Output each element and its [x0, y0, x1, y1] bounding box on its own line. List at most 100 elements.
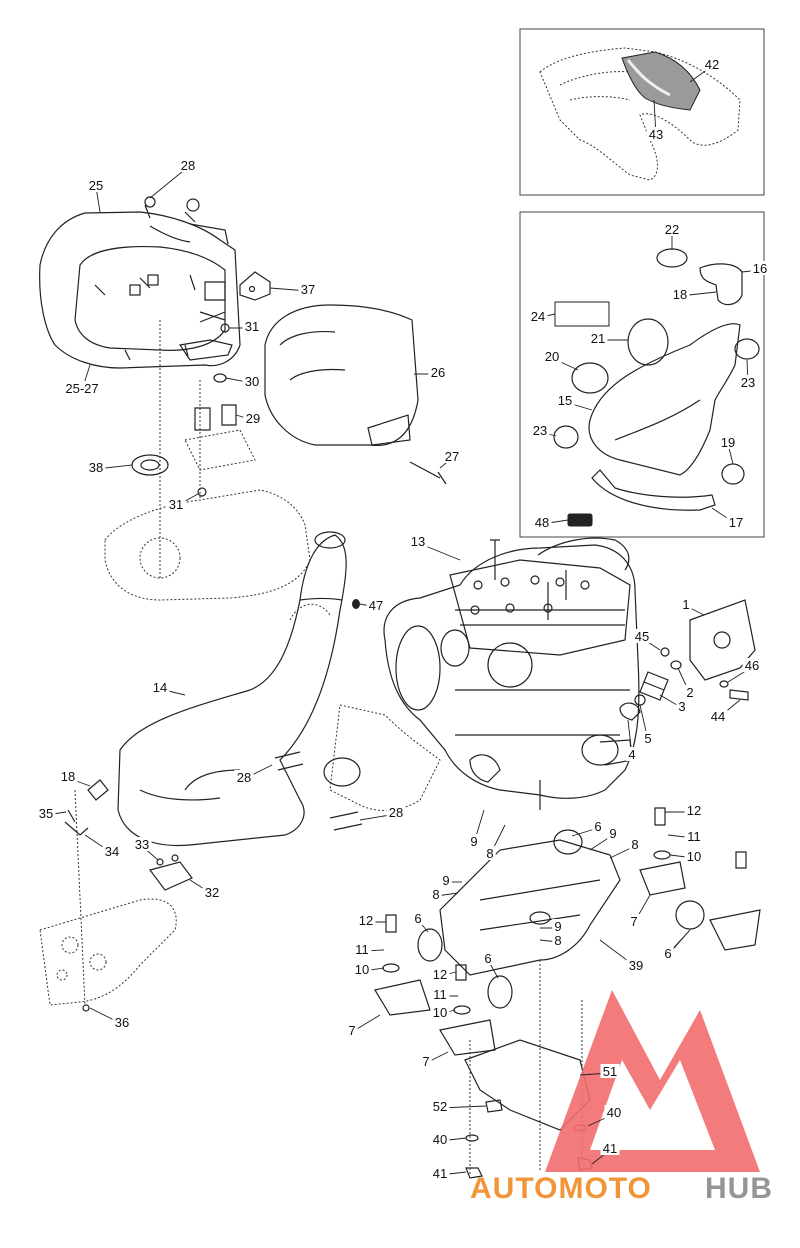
part-28-fitting-a: [144, 196, 156, 208]
callout-bg-c25: [86, 178, 106, 192]
callout-bg-c11b: [352, 942, 372, 956]
callout-c28a: 28: [181, 158, 195, 173]
callout-bg-c24: [528, 309, 548, 323]
callout-c10b: 10: [355, 962, 369, 977]
callout-bg-c8b: [629, 837, 641, 851]
part-26-cover: [264, 304, 447, 485]
callout-c3: 3: [678, 699, 685, 714]
callout-bg-c10a: [684, 849, 704, 863]
callout-c23a: 23: [741, 375, 755, 390]
callout-c6d: 6: [664, 946, 671, 961]
part-17-seal: [591, 469, 716, 511]
callout-bg-c18a: [670, 287, 690, 301]
callout-c35: 35: [39, 806, 53, 821]
callout-bg-c48: [532, 515, 552, 529]
airbox-group: [39, 196, 311, 601]
callout-c4: 4: [628, 747, 635, 762]
part-10-washer-c: [453, 1005, 471, 1015]
callout-c39: 39: [629, 958, 643, 973]
leader-c28a: [149, 166, 189, 199]
callout-bg-c28c: [386, 805, 406, 819]
callout-c41b: 41: [433, 1166, 447, 1181]
part-32-bracket: [148, 861, 193, 891]
callout-c11b: 11: [355, 942, 369, 957]
callout-c52: 52: [433, 1099, 447, 1114]
callout-bg-c42: [702, 57, 722, 71]
callout-c19: 19: [721, 435, 735, 450]
callout-bg-c51: [600, 1064, 620, 1078]
part-3-spring: [639, 671, 669, 701]
part-24-label-plate: [554, 301, 610, 327]
engine: [383, 537, 640, 810]
part-41-nut-a: [465, 1167, 483, 1179]
callout-c9d: 9: [554, 919, 561, 934]
part-46-washer: [719, 680, 729, 688]
exhaust-manifold: [329, 704, 441, 811]
callout-bg-c43: [646, 127, 666, 141]
part-48-pad: [567, 513, 593, 527]
callout-c2527: 25-27: [65, 381, 98, 396]
callout-c29: 29: [246, 411, 260, 426]
callout-bg-c2527: [61, 381, 103, 395]
part-27-screw: [409, 461, 447, 485]
callout-c47: 47: [369, 598, 383, 613]
callout-bg-c9d: [552, 919, 564, 933]
watermark-logo: AUTOMOTO HUB: [470, 990, 772, 1205]
part-52-cap: [485, 1099, 503, 1113]
callout-bg-c12c: [430, 967, 450, 981]
part-40-washer-a: [465, 1134, 479, 1142]
part-10-washer-b: [382, 963, 400, 973]
callout-c15: 15: [558, 393, 572, 408]
part-15-duct: [588, 323, 741, 476]
callout-c16: 16: [753, 261, 767, 276]
left-support: [39, 789, 193, 1012]
callout-c10a: 10: [687, 849, 701, 864]
callout-c12c: 12: [433, 967, 447, 982]
callout-bg-c44: [708, 709, 728, 723]
part-7-bracket-b: [709, 909, 761, 951]
callout-c7c: 7: [348, 1023, 355, 1038]
callout-bg-c23a: [738, 375, 758, 389]
callout-bg-c33: [132, 837, 152, 851]
callout-c34: 34: [105, 844, 119, 859]
part-28-springs-a: [274, 751, 304, 771]
cover-panel: [621, 51, 701, 111]
callout-bg-c7a: [628, 914, 640, 928]
part-23-clamp-b: [553, 425, 579, 449]
callout-bg-c6b: [412, 911, 424, 925]
callout-c31b: 31: [169, 497, 183, 512]
callout-bg-c41a: [600, 1141, 620, 1155]
callout-bg-c13: [408, 534, 428, 548]
callout-bg-c6a: [592, 819, 604, 833]
callout-bg-c38: [86, 460, 106, 474]
part-19-clamp: [721, 463, 745, 485]
callout-bg-c6d: [662, 946, 674, 960]
callout-c42: 42: [705, 57, 719, 72]
callout-bg-c47: [366, 598, 386, 612]
callout-c13: 13: [411, 534, 425, 549]
part-20-ring: [571, 362, 609, 394]
callout-bg-c16: [750, 261, 770, 275]
part-30-washer: [213, 373, 227, 383]
callout-c51: 51: [603, 1064, 617, 1079]
callout-c25: 25: [89, 178, 103, 193]
part-33-nut: [156, 858, 164, 866]
callout-c31a: 31: [245, 319, 259, 334]
callout-c8d: 8: [554, 933, 561, 948]
callout-c32: 32: [205, 885, 219, 900]
part-36-nut: [82, 1004, 90, 1012]
part-44-bolt: [729, 689, 749, 701]
callout-c33: 33: [135, 837, 149, 852]
callout-bg-c12b: [356, 913, 376, 927]
callout-c46: 46: [745, 658, 759, 673]
callout-bg-c39: [626, 958, 646, 972]
callout-c9b: 9: [609, 826, 616, 841]
callout-c24: 24: [531, 309, 545, 324]
callout-bg-c15: [555, 393, 575, 407]
callout-bg-c7d: [420, 1054, 432, 1068]
callout-c23b: 23: [533, 423, 547, 438]
part-6-mount-c: [487, 975, 513, 1009]
part-37-bracket: [239, 271, 271, 301]
part-12-bolt-d: [455, 964, 467, 981]
